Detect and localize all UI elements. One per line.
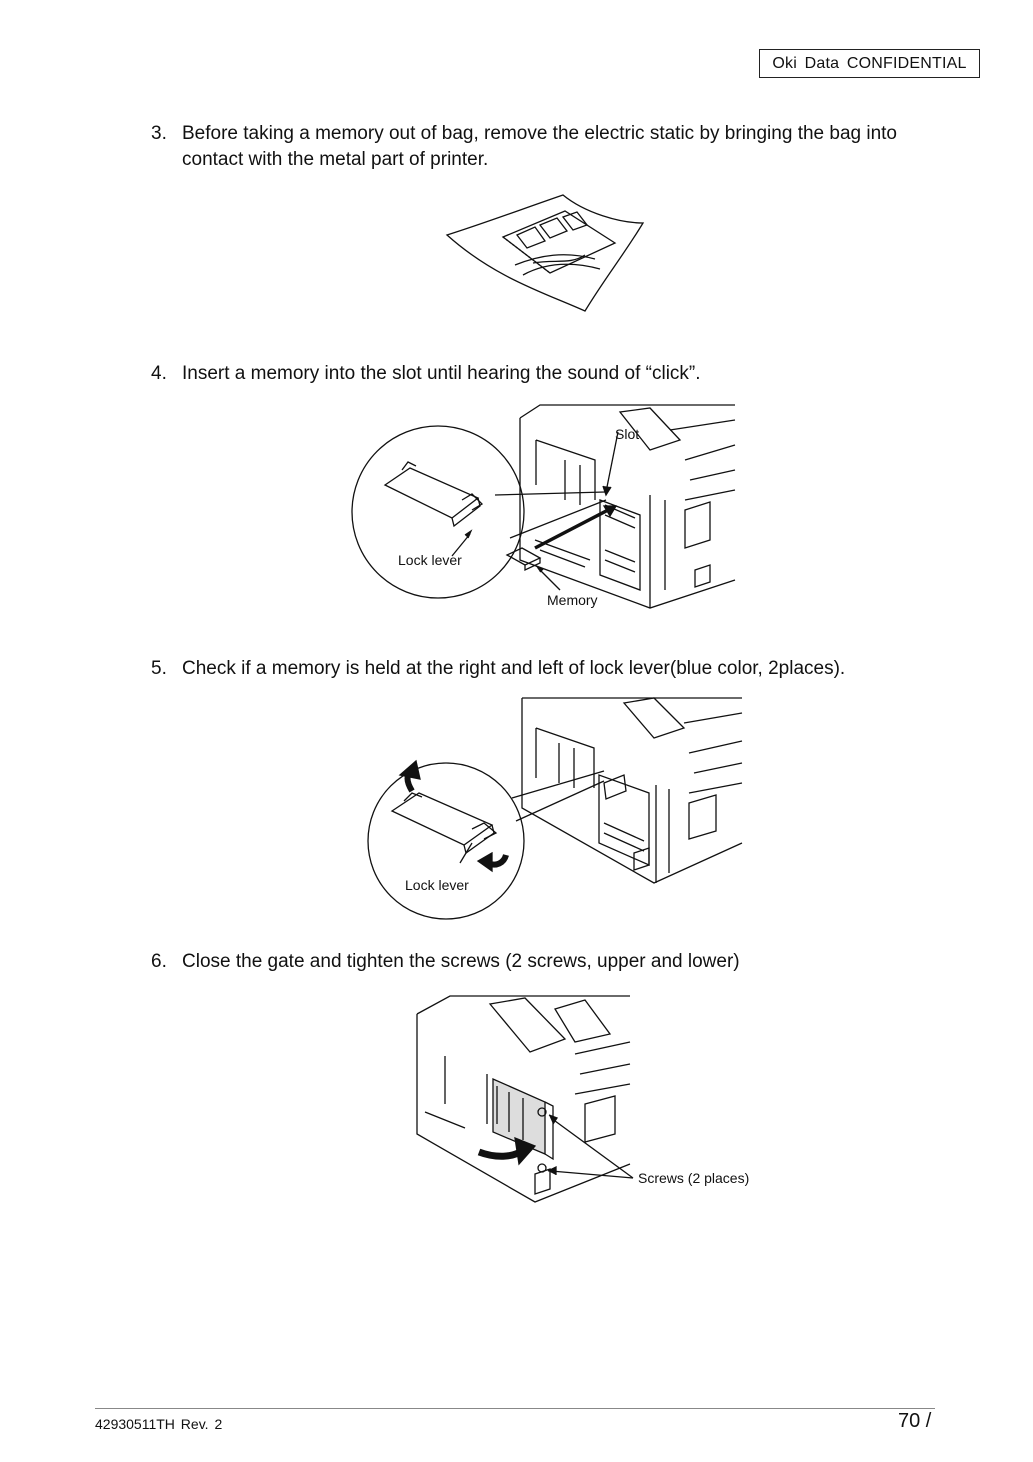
screws-label: Screws (2 places) <box>638 1170 750 1186</box>
step-text: Close the gate and tighten the screws (2… <box>182 951 740 972</box>
step-number: 5. <box>151 658 167 679</box>
close-gate-illustration: Screws (2 places) <box>415 994 749 1204</box>
footer-rule <box>95 1408 935 1409</box>
step-number: 3. <box>151 123 167 144</box>
lock-lever-label: Lock lever <box>405 877 469 893</box>
memory-label: Memory <box>547 592 598 608</box>
slot-label: Slot <box>615 426 640 442</box>
memory-in-bag-illustration <box>445 193 645 313</box>
step-6: 6. Close the gate and tighten the screws… <box>151 949 931 975</box>
step-text: Check if a memory is held at the right a… <box>182 658 846 679</box>
confidential-badge: Oki Data CONFIDENTIAL <box>759 49 980 78</box>
lock-lever-check-illustration: Lock lever <box>364 693 744 923</box>
step-number: 6. <box>151 951 167 972</box>
lock-lever-label: Lock lever <box>398 552 462 568</box>
insert-memory-illustration: Slot Lock lever Memory <box>350 400 740 610</box>
step-text: Before taking a memory out of bag, remov… <box>182 123 897 170</box>
step-5: 5. Check if a memory is held at the righ… <box>151 656 931 682</box>
step-4: 4. Insert a memory into the slot until h… <box>151 361 931 387</box>
step-3: 3. Before taking a memory out of bag, re… <box>151 121 931 173</box>
page-number: 70 / <box>898 1410 932 1432</box>
document-id: 42930511TH Rev. 2 <box>95 1416 223 1432</box>
step-text: Insert a memory into the slot until hear… <box>182 363 701 384</box>
step-number: 4. <box>151 363 167 384</box>
